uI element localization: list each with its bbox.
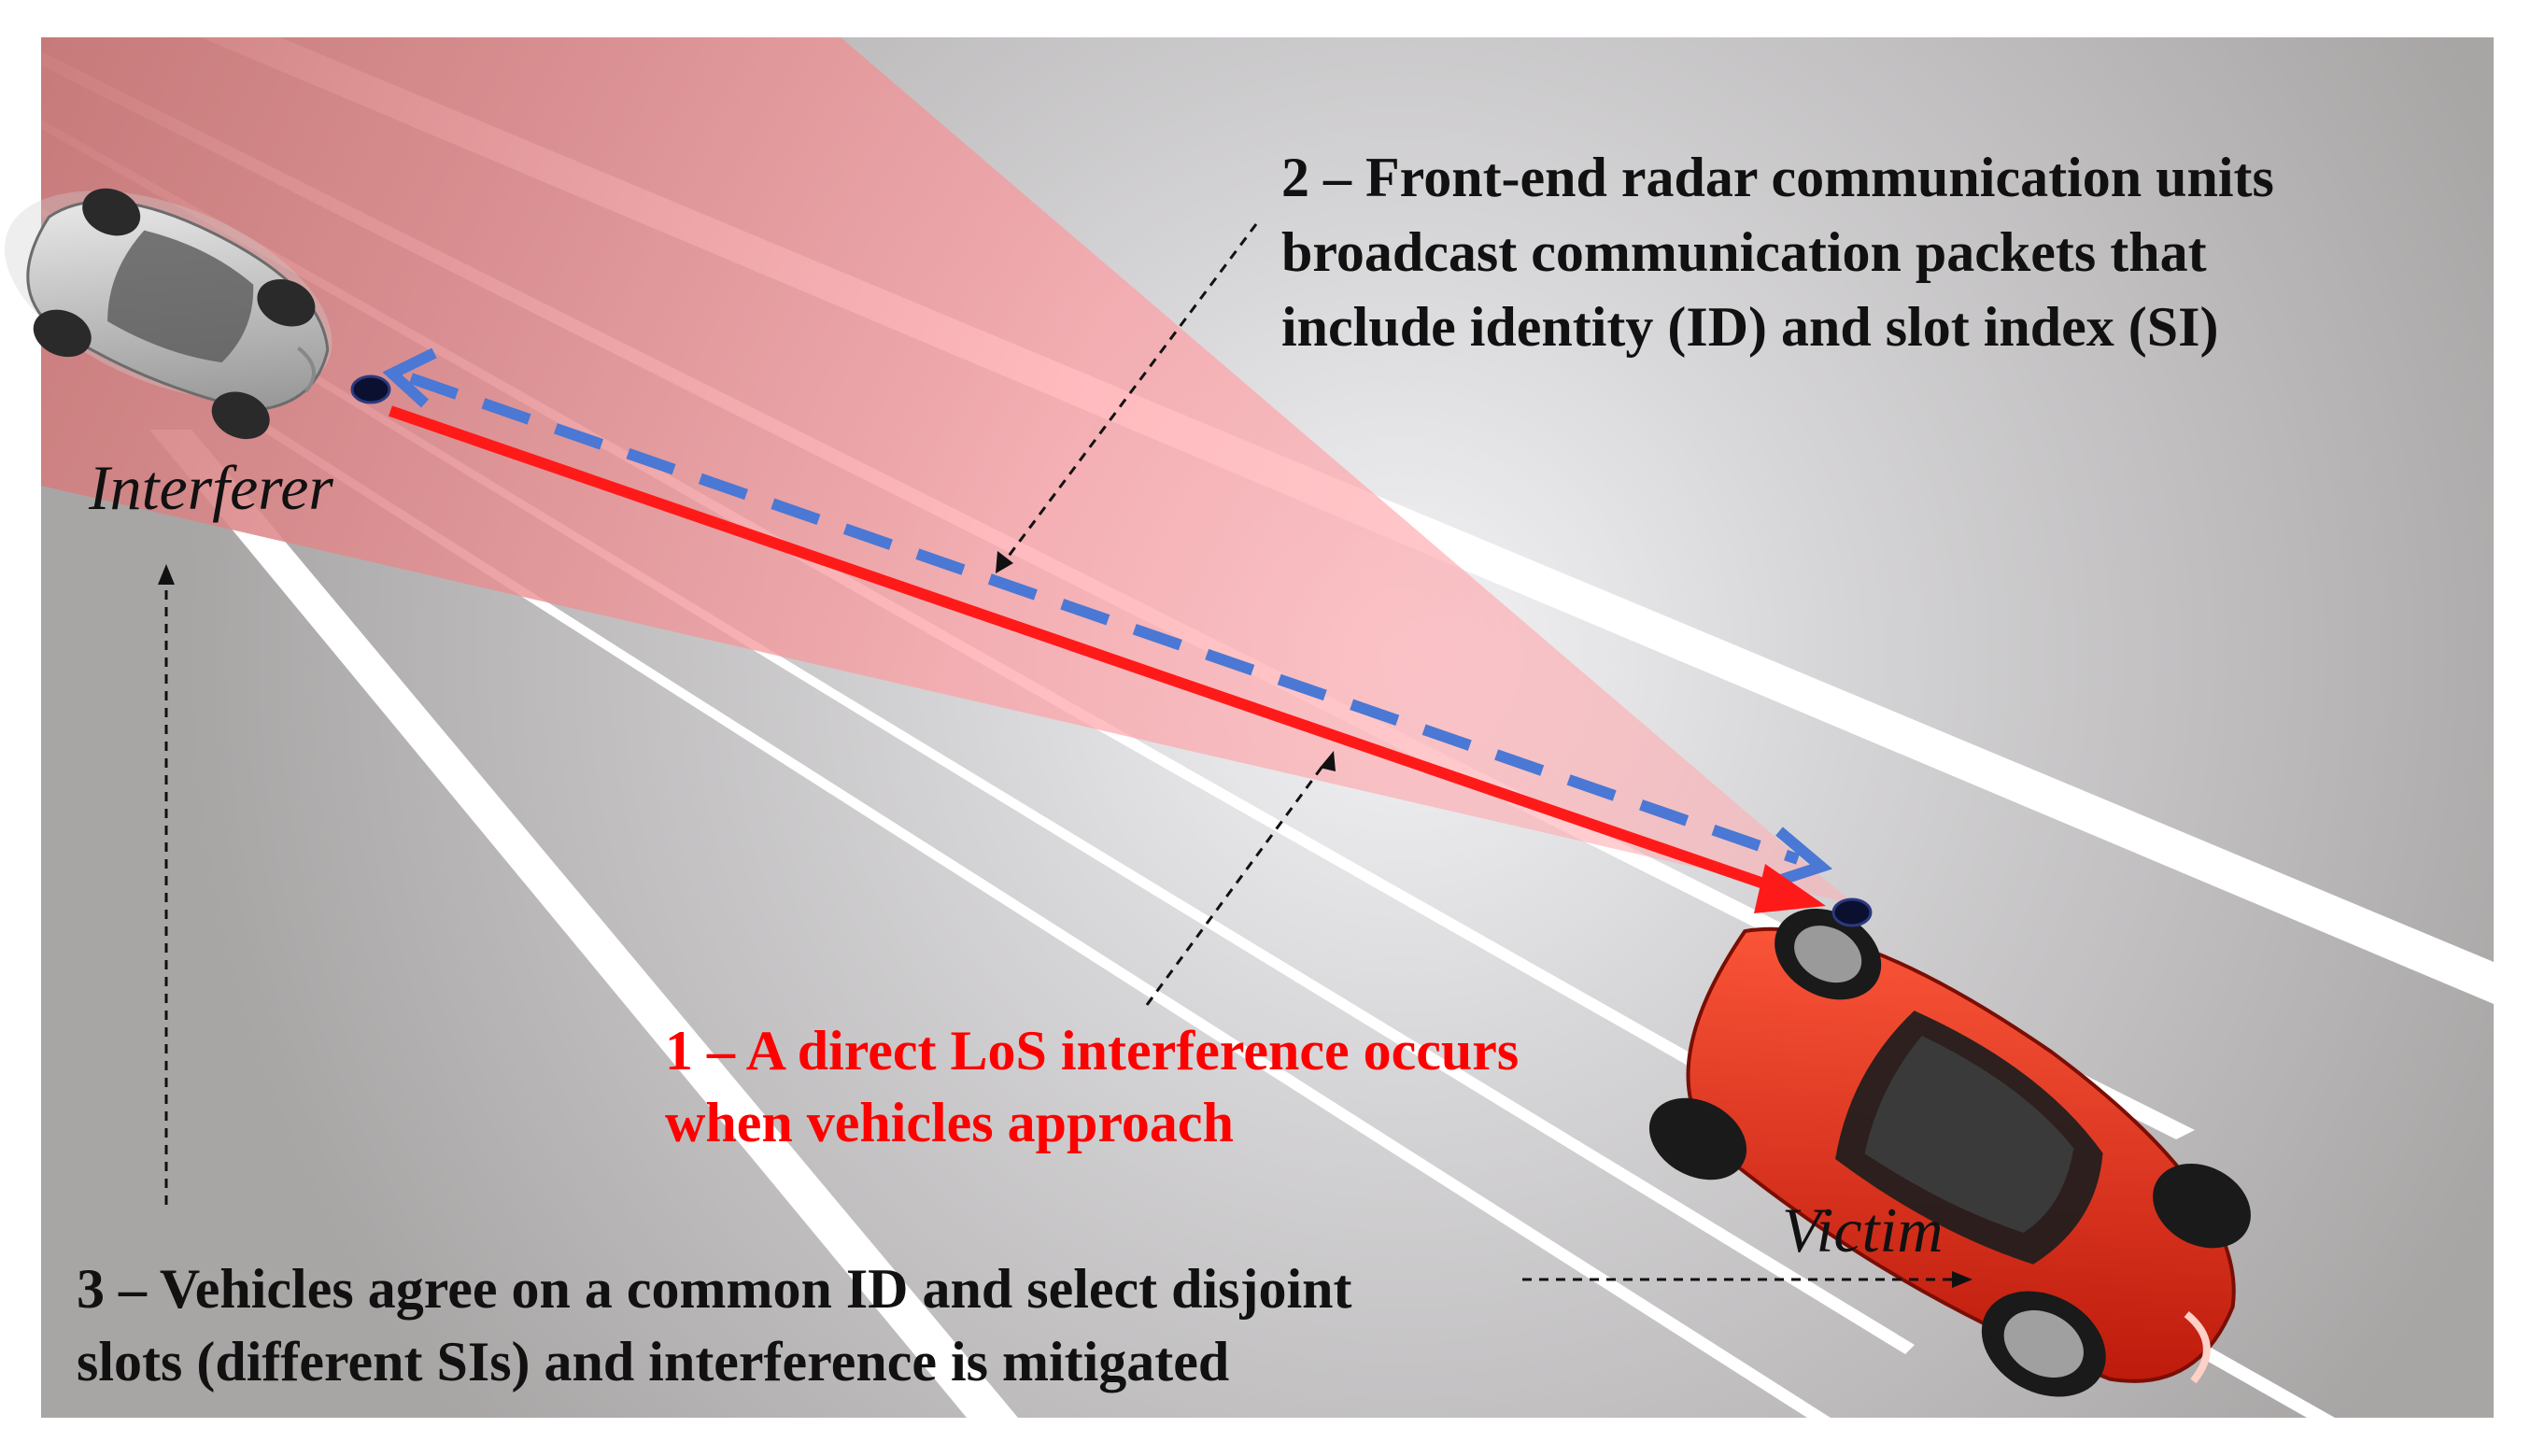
pointer-lines [164,223,1954,1281]
communication-arrow [382,347,1833,888]
step2-line-3: include identity (ID) and slot index (SI… [1281,296,2218,358]
step2-annotation: 2 – Front-end radar communication units … [1281,147,2274,358]
step1-line-2: when vehicles approach [665,1092,1234,1153]
pointer-arrowheads [158,551,1972,1288]
radar-beam [41,37,1854,904]
step3-line-2: slots (different SIs) and interference i… [77,1331,1229,1392]
step2-line-2: broadcast communication packets that [1281,221,2207,283]
interferer-radar-unit [350,375,391,404]
interferer-label: Interferer [88,452,333,523]
interference-arrow [389,405,1826,913]
step3-line-1: 3 – Vehicles agree on a common ID and se… [77,1258,1352,1320]
victim-label: Victim [1782,1194,1943,1265]
step1-annotation: 1 – A direct LoS interference occurs whe… [665,1020,1519,1153]
step2-line-1: 2 – Front-end radar communication units [1281,147,2274,208]
victim-car [1648,908,2251,1397]
interferer-car [4,188,332,440]
step1-line-1: 1 – A direct LoS interference occurs [665,1020,1519,1081]
victim-radar-unit [1831,898,1873,927]
step3-annotation: 3 – Vehicles agree on a common ID and se… [77,1258,1352,1392]
